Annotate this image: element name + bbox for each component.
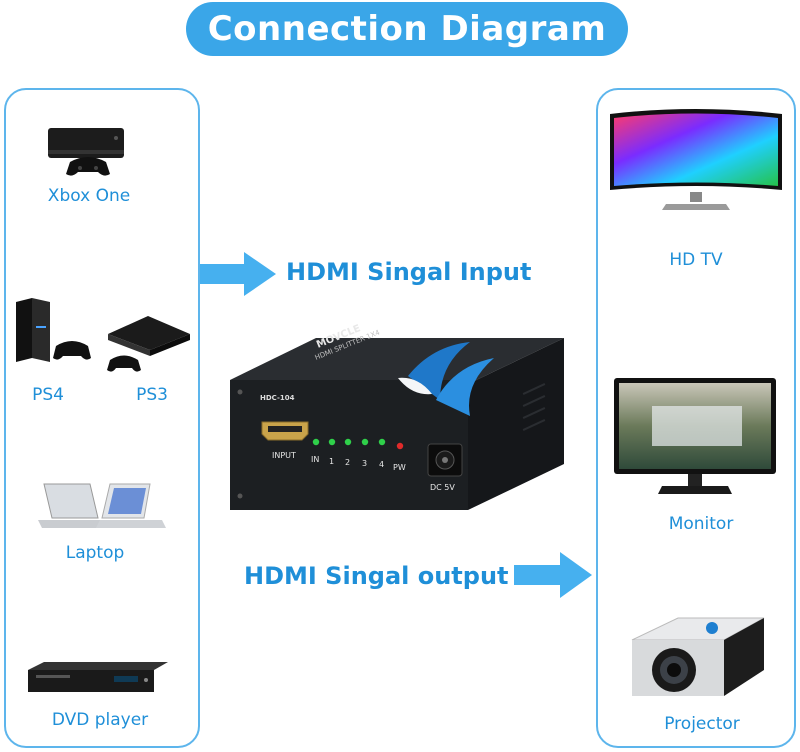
output-arrow-icon xyxy=(514,552,594,598)
input-arrow-icon xyxy=(200,252,278,296)
output-label-projector: Projector xyxy=(646,714,758,734)
led-label-3: 3 xyxy=(362,459,367,468)
input-flow-label: HDMI Singal Input xyxy=(286,258,531,286)
ps4-icon xyxy=(12,296,92,368)
hdmi-splitter-device: MOVCLE HDMI SPLITTER 1X4 HDC-104 INPUT I… xyxy=(222,318,574,514)
device-model: HDC-104 xyxy=(260,394,295,402)
source-label-xbox: Xbox One xyxy=(44,186,134,206)
led-label-in: IN xyxy=(311,455,319,464)
source-label-ps3: PS3 xyxy=(122,385,182,405)
led-label-4: 4 xyxy=(379,460,384,469)
led-label-1: 1 xyxy=(329,457,334,466)
source-label-dvd: DVD player xyxy=(44,710,156,730)
output-flow-label: HDMI Singal output xyxy=(244,562,509,590)
led-label-2: 2 xyxy=(345,458,350,467)
led-label-pw: PW xyxy=(393,463,406,472)
output-label-hdtv: HD TV xyxy=(646,250,746,270)
xbox-one-icon xyxy=(40,128,136,178)
dvd-player-icon xyxy=(24,660,172,700)
source-label-laptop: Laptop xyxy=(50,543,140,563)
laptop-icon xyxy=(34,480,168,538)
port-label-dc: DC 5V xyxy=(430,483,455,492)
projector-icon xyxy=(618,614,778,710)
page-title: Connection Diagram xyxy=(186,2,628,56)
output-label-monitor: Monitor xyxy=(646,514,756,534)
source-label-ps4: PS4 xyxy=(18,385,78,405)
port-label-input: INPUT xyxy=(272,451,296,460)
hd-tv-icon xyxy=(606,108,786,220)
monitor-icon xyxy=(612,376,778,498)
ps3-icon xyxy=(102,314,194,376)
